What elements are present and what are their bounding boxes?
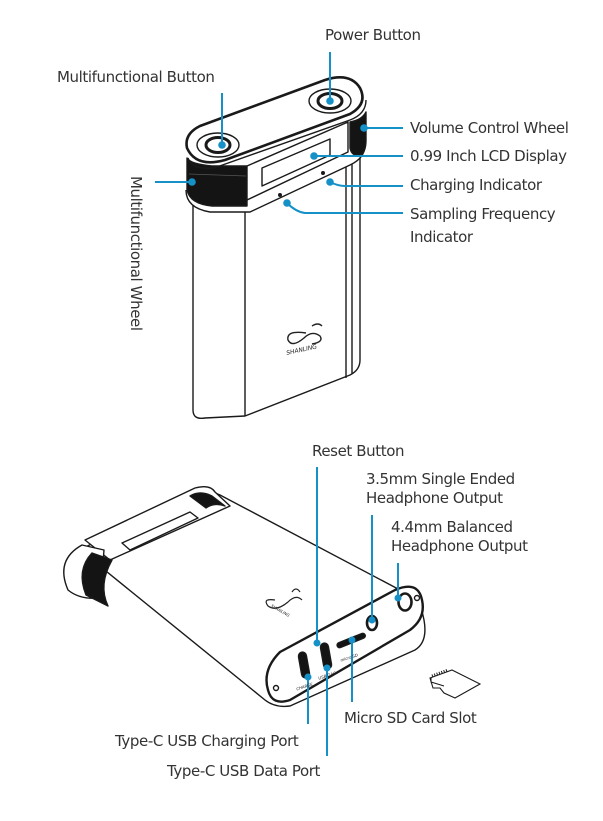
callout-dot [310, 152, 318, 160]
label-power-button: Power Button [325, 26, 421, 44]
label-sd-slot: Micro SD Card Slot [344, 709, 477, 727]
callout-dot [360, 124, 368, 132]
callout-dot [218, 141, 226, 149]
label-bal-output-1: 4.4mm Balanced [391, 518, 513, 536]
label-se-output-1: 3.5mm Single Ended [366, 470, 515, 488]
label-sampling-indicator-2: Indicator [410, 228, 473, 246]
bottom-device [63, 485, 426, 708]
callout-dot [283, 199, 291, 207]
callout-dot [304, 673, 312, 681]
callout-dot [348, 636, 356, 644]
shanling-logo-bottom [265, 588, 303, 609]
label-volume-wheel: Volume Control Wheel [410, 119, 569, 137]
micro-sd-card [429, 668, 482, 699]
bottom-top-wheel [189, 492, 226, 509]
callout-dot [326, 97, 334, 105]
label-se-output-2: Headphone Output [366, 489, 503, 507]
charging-indicator-led [321, 170, 326, 175]
label-bal-output-2: Headphone Output [391, 537, 528, 555]
callout-dot [394, 594, 402, 602]
callout-dot [323, 664, 331, 672]
label-multifunctional-wheel-wrap: Multifunctional Wheel [124, 176, 145, 346]
bottom-lid [84, 485, 231, 561]
label-sampling-indicator-1: Sampling Frequency [410, 205, 556, 223]
callouts [155, 52, 403, 756]
bottom-lcd [121, 511, 199, 551]
screw-left [272, 684, 280, 692]
shanling-logo-top [287, 323, 323, 345]
wheel-ridge [188, 173, 247, 177]
callout-dot [188, 178, 196, 186]
multifunctional-wheel-shape [186, 157, 248, 207]
capsule-side [187, 99, 367, 169]
label-charging-indicator: Charging Indicator [410, 176, 542, 194]
multifunctional-button-ring [196, 132, 240, 158]
callout-dot [326, 178, 334, 186]
volume-wheel-shape [349, 111, 367, 156]
callout-dot [368, 616, 376, 624]
screw-right [413, 594, 421, 602]
callout-dot [313, 639, 321, 647]
top-device [185, 76, 367, 420]
label-reset-button: Reset Button [312, 442, 405, 460]
label-lcd-display: 0.99 Inch LCD Display [410, 147, 567, 165]
label-multifunctional-button: Multifunctional Button [57, 68, 215, 86]
label-multifunctional-wheel: Multifunctional Wheel [127, 176, 145, 331]
bal-jack-shape [397, 592, 413, 612]
sampling-indicator-led [278, 192, 283, 197]
label-charging-port: Type-C USB Charging Port [115, 732, 299, 750]
label-data-port: Type-C USB Data Port [167, 762, 320, 780]
multifunctional-button-shape [204, 136, 232, 154]
bottom-left-wheel [81, 552, 113, 607]
